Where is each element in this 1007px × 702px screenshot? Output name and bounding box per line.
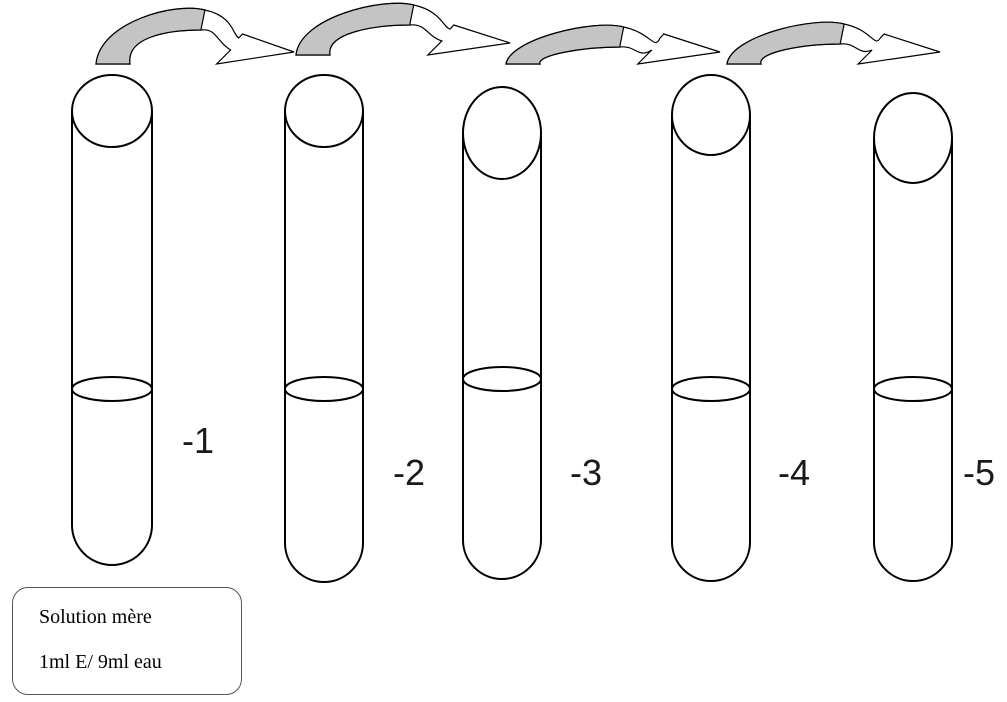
- test-tube: [462, 86, 542, 580]
- liquid-surface: [284, 376, 364, 402]
- tube-opening: [284, 74, 364, 148]
- liquid-surface: [671, 376, 751, 402]
- stock-solution-ratio: 1ml E/ 9ml eau: [39, 651, 162, 673]
- tube-label-5: -5: [963, 452, 996, 493]
- liquid-surface: [462, 366, 542, 392]
- tube-body: [71, 111, 153, 566]
- tube-opening: [873, 92, 953, 184]
- tube-label-4: -4: [778, 452, 811, 493]
- arrow-shade: [95, 7, 206, 65]
- transfer-arrow: [295, 2, 511, 56]
- tube-label-1: -1: [182, 420, 215, 461]
- test-tube: [873, 92, 953, 582]
- tube-opening: [71, 74, 153, 148]
- transfer-arrow: [726, 21, 941, 65]
- transfer-arrow: [505, 24, 721, 65]
- liquid-surface: [873, 376, 953, 402]
- tube-body: [284, 111, 364, 583]
- tube-opening: [462, 86, 542, 180]
- tube-label-2: -2: [393, 452, 426, 493]
- arrow-shade: [505, 24, 625, 65]
- tube-body: [671, 115, 751, 582]
- tube-label-3: -3: [570, 452, 603, 493]
- liquid-surface: [71, 376, 153, 402]
- transfer-arrow: [95, 7, 295, 65]
- test-tube: [284, 74, 364, 583]
- stock-solution-title: Solution mère: [39, 606, 152, 628]
- test-tube: [71, 74, 153, 566]
- transfer-arrows: [95, 2, 941, 65]
- tube-body: [462, 133, 542, 580]
- arrow-shade: [726, 21, 845, 65]
- tube-body: [873, 138, 953, 582]
- arrow-shade: [295, 2, 415, 56]
- test-tube: [671, 74, 751, 582]
- test-tubes: [71, 74, 953, 583]
- tube-opening: [671, 74, 751, 156]
- stock-solution-note: Solution mère 1ml E/ 9ml eau: [12, 587, 242, 695]
